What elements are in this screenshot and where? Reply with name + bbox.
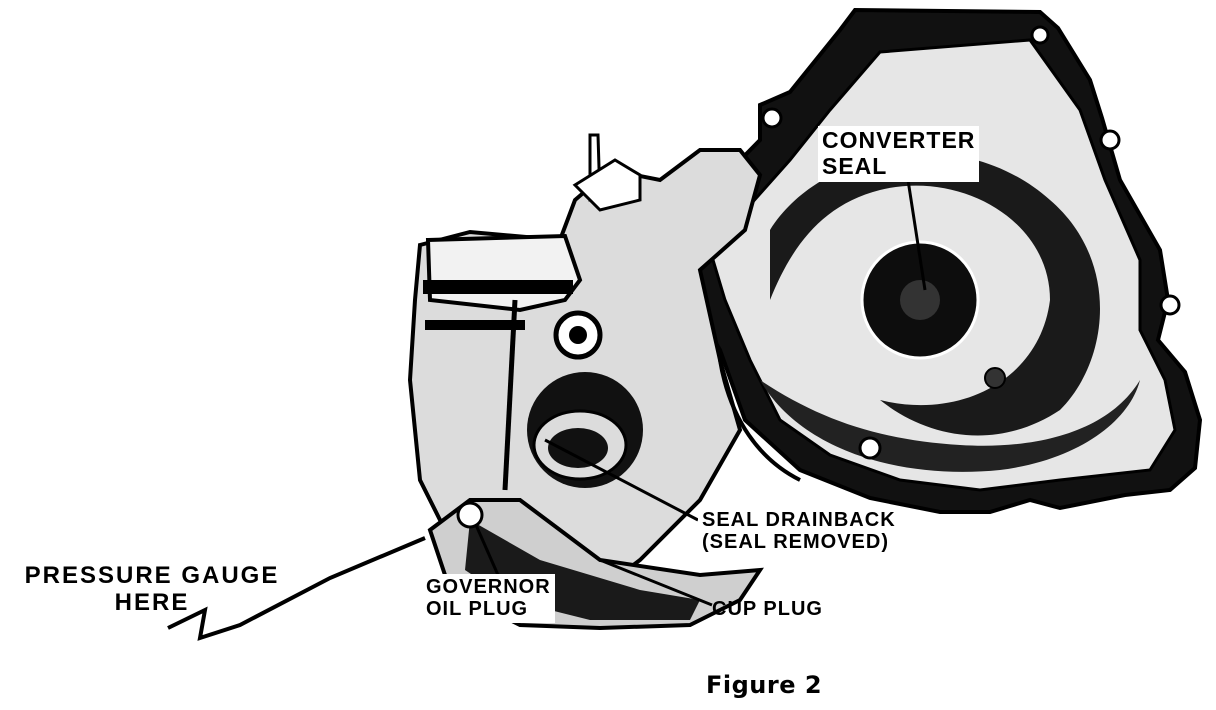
converter-seal-label: CONVERTER SEAL [818, 126, 980, 182]
bolt-hole [1099, 129, 1121, 151]
bolt-hole [1030, 25, 1050, 45]
governor-oil-plug-label-line2: OIL PLUG [426, 598, 529, 621]
seal-drainback-label-line2: (SEAL REMOVED) [702, 531, 889, 554]
shift-bracket [572, 158, 642, 212]
leader-governor [474, 524, 500, 576]
housing-shading-lower [760, 380, 1140, 472]
converter-seal-label-line2: SEAL [822, 152, 888, 179]
bolt-hole [984, 367, 1006, 389]
case-edge-line-2 [718, 359, 801, 482]
leader-pressure-gauge [167, 536, 426, 641]
housing-shading [770, 152, 1100, 436]
governor-oil-plug-label: GOVERNOR OIL PLUG [422, 574, 555, 623]
cup-plug-label: CUP PLUG [712, 598, 823, 620]
valve-cover [425, 233, 583, 313]
seal-drainback-label: SEAL DRAINBACK (SEAL REMOVED) [698, 507, 900, 556]
upper-boss-bolt [569, 326, 587, 344]
governor-oil-plug-label-line1: GOVERNOR [426, 576, 551, 598]
pressure-gauge-label-line1: PRESSURE GAUGE [24, 562, 280, 589]
figure-caption: Figure 2 [706, 671, 823, 699]
pressure-gauge-label-line2: HERE [114, 588, 190, 616]
converter-seal-hub [900, 280, 940, 320]
bolt-hole [761, 107, 783, 129]
pressure-gauge-label: PRESSURE GAUGE HERE [8, 562, 296, 617]
case-edge-line [502, 299, 518, 491]
governor-plug [456, 501, 484, 529]
leader-cup-plug [599, 558, 713, 607]
case-band [425, 320, 525, 330]
valve-cover-band [423, 280, 573, 294]
seal-drainback-label-line1: SEAL DRAINBACK [702, 509, 896, 531]
converter-seal-label-line1: CONVERTER [822, 127, 976, 153]
bolt-hole [1159, 294, 1181, 316]
leader-drainback [544, 438, 699, 522]
leader-converter-seal [906, 179, 927, 291]
bolt-hole [858, 436, 882, 460]
seal-drainback-inner [548, 428, 608, 468]
